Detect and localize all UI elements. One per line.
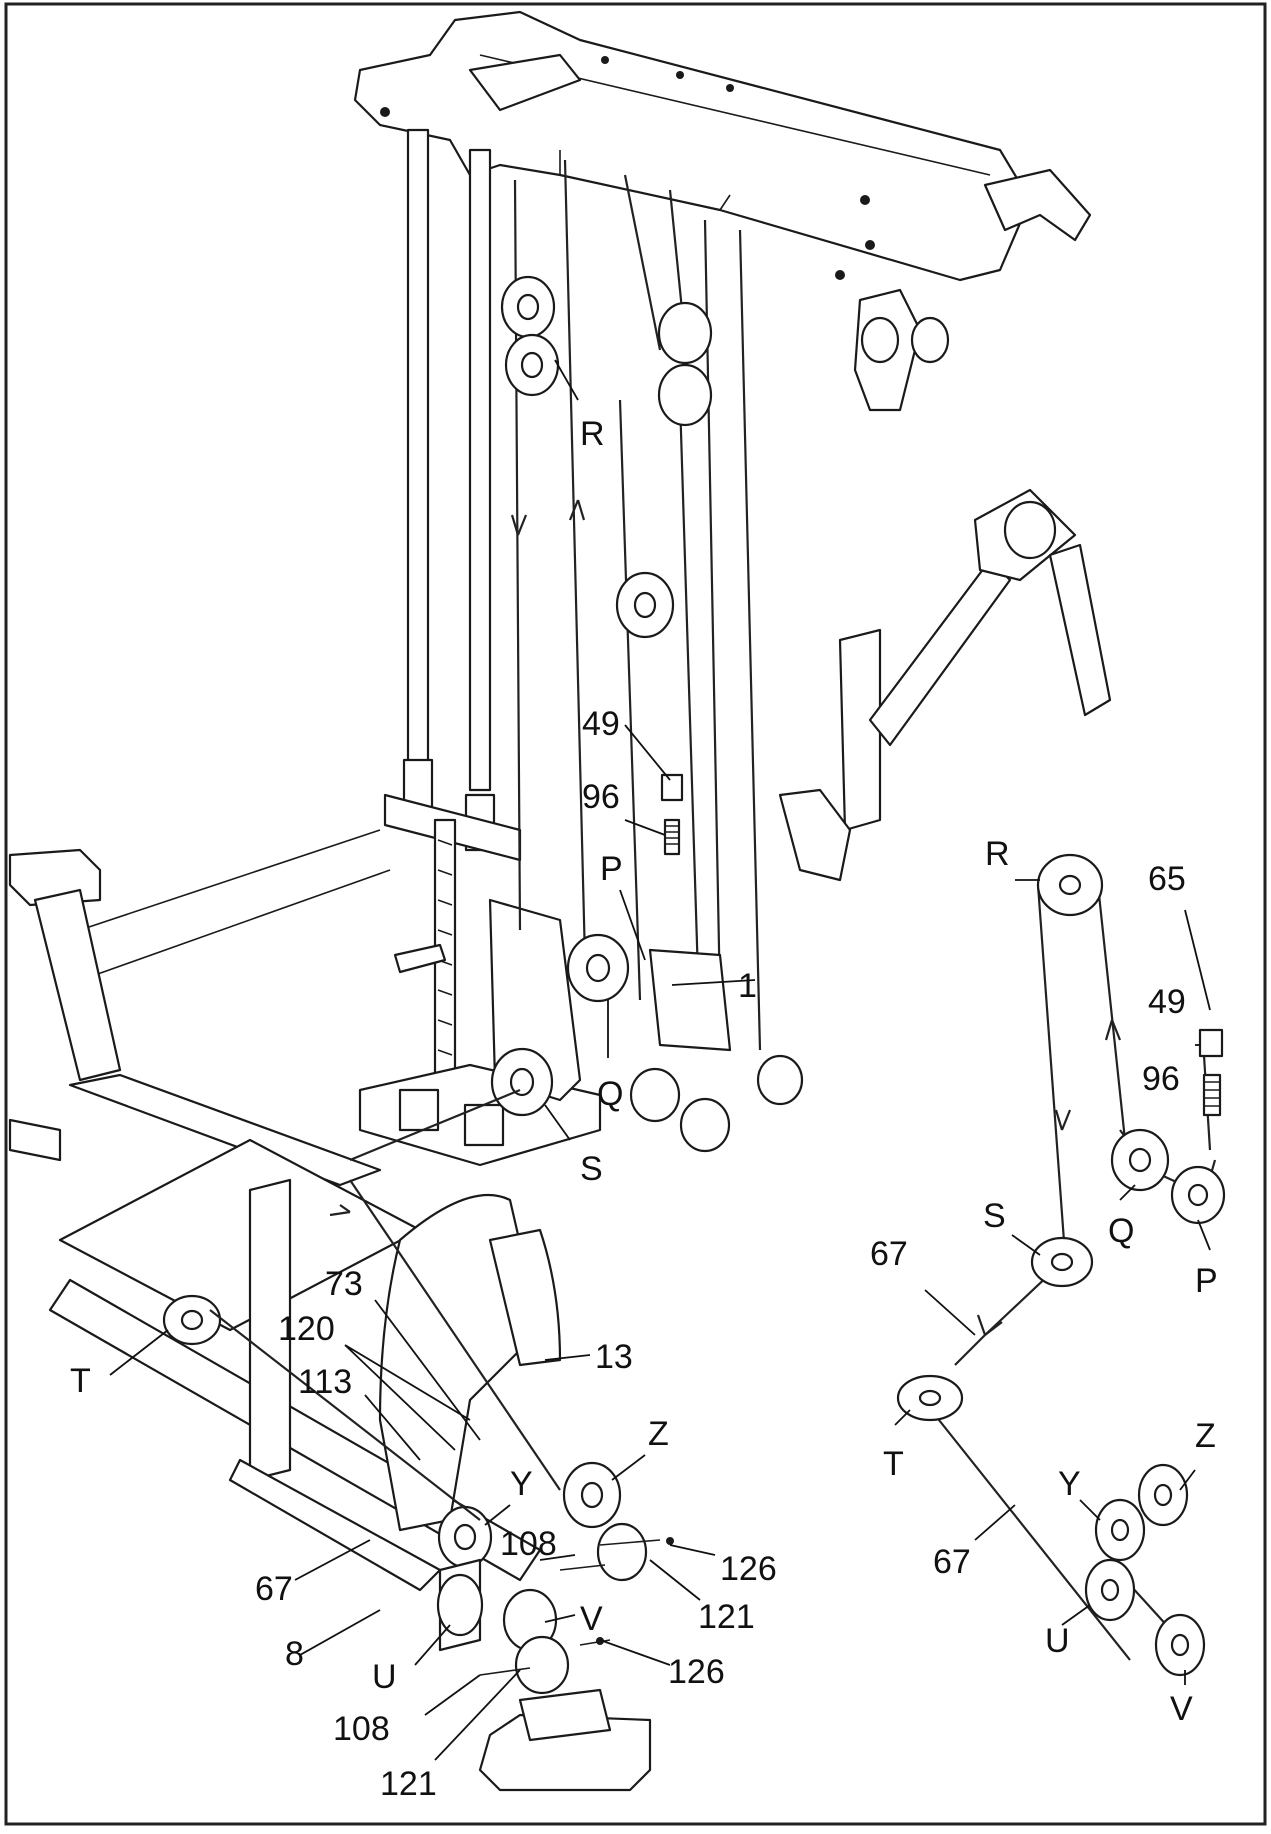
label-67: 67	[255, 1570, 293, 1608]
label-113: 113	[298, 1363, 352, 1401]
press-handle	[1048, 543, 1112, 717]
top-frame	[353, 10, 1032, 282]
label-49: 49	[582, 705, 620, 743]
cable-hook	[983, 168, 1092, 242]
routing-stop-49	[1198, 1028, 1224, 1058]
label-P: P	[600, 850, 623, 888]
routing-label-T: T	[883, 1445, 904, 1483]
label-108-bottom: 108	[333, 1710, 390, 1748]
routing-label-U: U	[1045, 1622, 1070, 1660]
label-73: 73	[325, 1265, 363, 1303]
routing-labels: R 65 49 96 Q P S 67 T Z Y 67 U V	[870, 835, 1218, 1728]
routing-label-67-top: 67	[870, 1235, 908, 1273]
label-Z: Z	[648, 1415, 669, 1453]
label-S: S	[580, 1150, 603, 1188]
guide-rod-right	[468, 148, 492, 792]
cable-stop-49	[660, 773, 684, 802]
routing-label-96: 96	[1142, 1060, 1180, 1098]
routing-label-65: 65	[1148, 860, 1186, 898]
routing-label-Y: Y	[1058, 1465, 1081, 1503]
label-126-top: 126	[720, 1550, 777, 1588]
routing-label-Z: Z	[1195, 1417, 1216, 1455]
press-arm	[868, 558, 1012, 747]
seat-frame	[248, 1178, 292, 1482]
main-labels: R 49 96 P 1 Q S 73 120 113 13 T Z Y 108 …	[70, 415, 777, 1803]
crossbar-left	[8, 1118, 62, 1162]
pivot-plate	[778, 788, 852, 882]
main-leaders	[109, 359, 756, 1761]
routing-label-67-bottom: 67	[933, 1543, 971, 1581]
cable-routing-diagram	[894, 853, 1226, 1685]
label-1: 1	[738, 967, 757, 1005]
top-roller	[468, 53, 582, 112]
routing-label-49: 49	[1148, 983, 1186, 1021]
routing-label-P: P	[1195, 1262, 1218, 1300]
label-126-bottom: 126	[668, 1653, 725, 1691]
label-Q: Q	[597, 1075, 623, 1113]
diagram-frame	[4, 2, 1267, 1826]
label-121-bottom: 121	[380, 1765, 437, 1803]
routing-label-S: S	[983, 1197, 1006, 1235]
label-V: V	[580, 1600, 603, 1638]
routing-spring-96	[1202, 1073, 1222, 1117]
label-96: 96	[582, 778, 620, 816]
label-U: U	[372, 1658, 397, 1696]
label-Y: Y	[510, 1465, 533, 1503]
routing-label-Q: Q	[1108, 1212, 1134, 1250]
leg-arm-upper	[488, 1228, 562, 1367]
routing-label-V: V	[1170, 1690, 1193, 1728]
roller-bracket	[518, 1688, 612, 1742]
routing-label-R: R	[985, 835, 1010, 873]
machine-main	[8, 10, 1112, 1792]
label-13: 13	[595, 1338, 633, 1376]
label-R: R	[580, 415, 605, 453]
label-108-top: 108	[500, 1525, 557, 1563]
label-T: T	[70, 1362, 91, 1400]
center-column-1	[648, 948, 732, 1052]
label-121-top: 121	[698, 1598, 755, 1636]
label-8: 8	[285, 1635, 304, 1673]
spring-96	[663, 818, 681, 856]
left-upright	[33, 888, 122, 1082]
pulley-R	[500, 275, 713, 427]
selector-pin	[393, 943, 447, 974]
label-120: 120	[278, 1310, 335, 1348]
leg-support	[228, 1458, 442, 1592]
guide-rod-left	[406, 128, 430, 772]
press-arm-post	[838, 628, 882, 832]
